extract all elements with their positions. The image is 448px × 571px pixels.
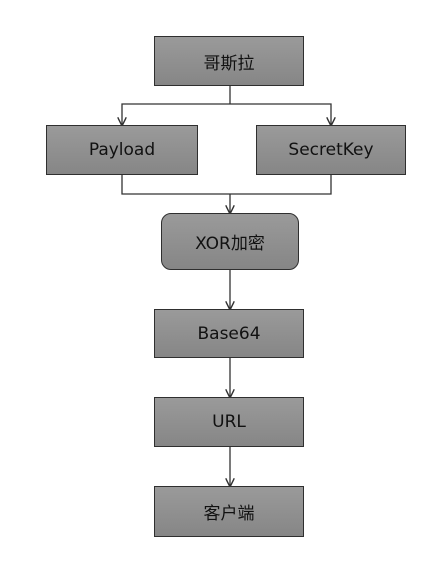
connector-to-secretkey	[230, 103, 331, 125]
node-base64: Base64	[154, 309, 304, 358]
node-secretkey: SecretKey	[256, 125, 406, 175]
connector-from-payload	[121, 175, 332, 195]
node-xor-encrypt: XOR加密	[161, 213, 299, 270]
node-xor-encrypt-label: XOR加密	[195, 234, 265, 254]
node-payload-label: Payload	[88, 140, 156, 160]
node-godzilla: 哥斯拉	[154, 36, 304, 86]
node-url-label: URL	[212, 412, 246, 432]
node-client-label: 客户端	[203, 504, 255, 524]
node-base64-label: Base64	[197, 323, 261, 344]
node-client: 客户端	[154, 486, 304, 537]
connector-to-payload	[122, 103, 230, 125]
node-payload: Payload	[46, 125, 198, 175]
node-url: URL	[154, 397, 304, 447]
node-secretkey-label: SecretKey	[288, 140, 374, 160]
node-godzilla-label: 哥斯拉	[203, 53, 255, 74]
